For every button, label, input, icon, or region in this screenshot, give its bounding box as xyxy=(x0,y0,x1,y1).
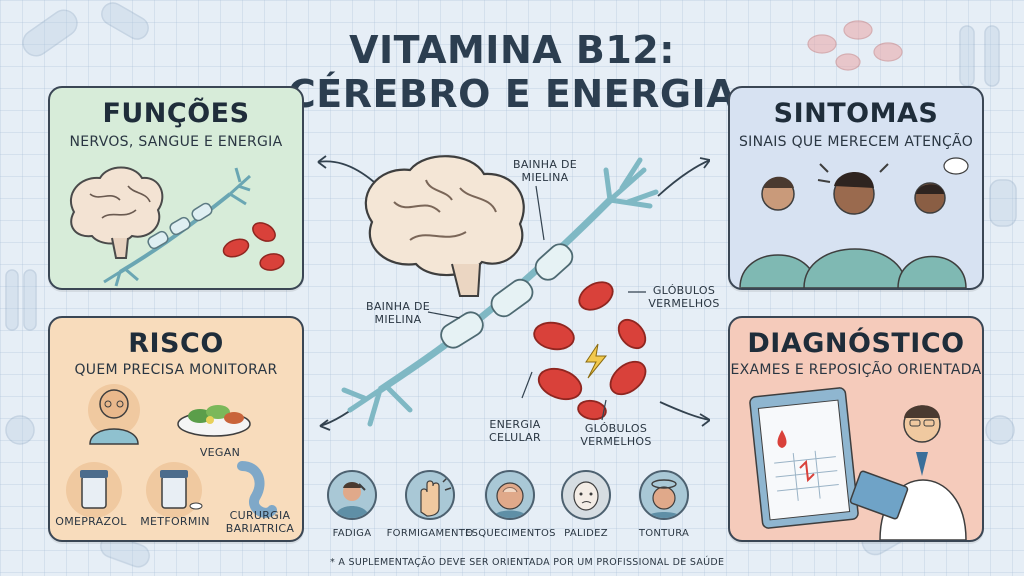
title-line-2: CÉREBRO E ENERGIA xyxy=(287,72,737,116)
lightning-icon xyxy=(585,343,608,379)
headache-person-icon xyxy=(803,163,907,288)
risco-illustration xyxy=(66,384,277,518)
pale-face-icon xyxy=(561,470,611,520)
panel-diagnostico-subtitle: EXAMES E REPOSIÇÃO ORIENTADA xyxy=(730,362,982,378)
risco-cirurgia-label: CURURGIA BARIATRICA xyxy=(222,509,298,535)
label-globulos-right-line2: VERMELHOS xyxy=(648,297,720,310)
label-bainha-top-line1: BAINHA DE xyxy=(513,158,577,171)
label-energia-line1: ENERGIA xyxy=(489,418,541,431)
symptom-tontura-label: TONTURA xyxy=(638,528,690,539)
label-globulos-bottom-line1: GLÓBULOS xyxy=(584,422,648,435)
label-globulos-bottom: GLÓBULOS VERMELHOS xyxy=(576,422,656,448)
doctor-icon xyxy=(849,405,967,540)
neuron-icon xyxy=(103,167,252,287)
footnote: * A SUPLEMENTAÇÃO DEVE SER ORIENTADA POR… xyxy=(330,557,725,568)
head-memory-icon xyxy=(485,470,535,520)
label-globulos-bottom-line2: VERMELHOS xyxy=(580,435,652,448)
risco-cirurgia-line-2: BARIATRICA xyxy=(225,522,295,535)
panel-funcoes-subtitle: NERVOS, SANGUE E ENERGIA xyxy=(69,134,283,150)
red-blood-cells-icon xyxy=(222,222,285,271)
label-bainha-left-line1: BAINHA DE xyxy=(366,300,430,313)
risco-omeprazol-label: OMEPRAZOL xyxy=(55,515,127,528)
label-bainha-mielina-top: BAINHA DE MIELINA xyxy=(505,158,585,184)
risco-cirurgia-line-1: CURURGIA xyxy=(229,509,291,522)
tingling-hand-icon xyxy=(405,470,455,520)
panel-risco-subtitle: QUEM PRECISA MONITORAR xyxy=(74,362,278,378)
panel-sintomas-subtitle: SINAIS QUE MERECEM ATENÇÃO xyxy=(738,134,974,150)
panel-diagnostico-title: DIAGNÓSTICO xyxy=(747,328,965,359)
label-energia-line2: CELULAR xyxy=(489,431,541,444)
stomach-icon xyxy=(237,461,277,518)
symptom-palidez: PALIDEZ xyxy=(541,470,631,539)
dizzy-head-icon xyxy=(639,470,689,520)
sintomas-illustration xyxy=(739,157,969,288)
symptom-formigamento: FORMIGAMENTO xyxy=(385,470,475,539)
panel-funcoes: FUNÇÕES NERVOS, SANGUE E ENERGIA xyxy=(48,86,304,290)
symptom-palidez-label: PALIDEZ xyxy=(564,528,608,539)
clipboard-icon xyxy=(749,387,859,529)
risco-metformin-label: METFORMIN xyxy=(140,515,210,528)
label-leader-lines xyxy=(427,185,646,421)
main-title: VITAMINA B12: CÉREBRO E ENERGIA xyxy=(262,28,762,116)
title-line-1: VITAMINA B12: xyxy=(349,28,675,72)
salad-bowl-icon xyxy=(177,405,251,437)
label-globulos-right-line1: GLÓBULOS xyxy=(652,284,716,297)
fatigue-icon xyxy=(327,470,377,520)
risco-vegan-label: VEGAN xyxy=(199,446,241,459)
label-globulos-right: GLÓBULOS VERMELHOS xyxy=(644,284,724,310)
brain-icon xyxy=(364,155,525,297)
label-bainha-left-line2: MIELINA xyxy=(374,313,422,326)
elderly-person-icon xyxy=(88,384,140,445)
arrows xyxy=(317,155,710,431)
panel-funcoes-title: FUNÇÕES xyxy=(102,98,250,129)
pill-bottle-icon xyxy=(146,462,203,518)
panel-risco: RISCO QUEM PRECISA MONITORAR xyxy=(48,316,304,542)
symptom-esquecimentos: ESQUECIMENTOS xyxy=(465,470,555,539)
label-bainha-mielina-left: BAINHA DE MIELINA xyxy=(358,300,438,326)
panel-diagnostico: DIAGNÓSTICO EXAMES E REPOSIÇÃO ORIENTADA xyxy=(728,316,984,542)
dizzy-person-icon xyxy=(897,157,969,288)
diagnostico-illustration xyxy=(749,387,967,540)
symptom-formigamento-label: FORMIGAMENTO xyxy=(386,528,474,539)
pill-bottle-icon xyxy=(66,462,122,518)
red-blood-cells-icon xyxy=(533,281,647,421)
symptom-fadiga: FADIGA xyxy=(307,470,397,539)
symptom-tontura: TONTURA xyxy=(619,470,709,539)
symptom-fadiga-label: FADIGA xyxy=(332,528,372,539)
funcoes-illustration xyxy=(69,166,285,287)
brain-icon xyxy=(69,166,164,259)
neuron-icon xyxy=(341,157,659,427)
symptom-esquecimentos-label: ESQUECIMENTOS xyxy=(465,528,556,539)
label-bainha-top-line2: MIELINA xyxy=(521,171,569,184)
label-energia-celular: ENERGIA CELULAR xyxy=(480,418,550,444)
panel-sintomas-title: SINTOMAS xyxy=(773,98,939,129)
panel-sintomas: SINTOMAS SINAIS QUE MERECEM ATENÇÃO xyxy=(728,86,984,290)
panel-risco-title: RISCO xyxy=(128,328,224,359)
tired-person-icon xyxy=(739,176,817,288)
center-illustration xyxy=(317,155,710,431)
